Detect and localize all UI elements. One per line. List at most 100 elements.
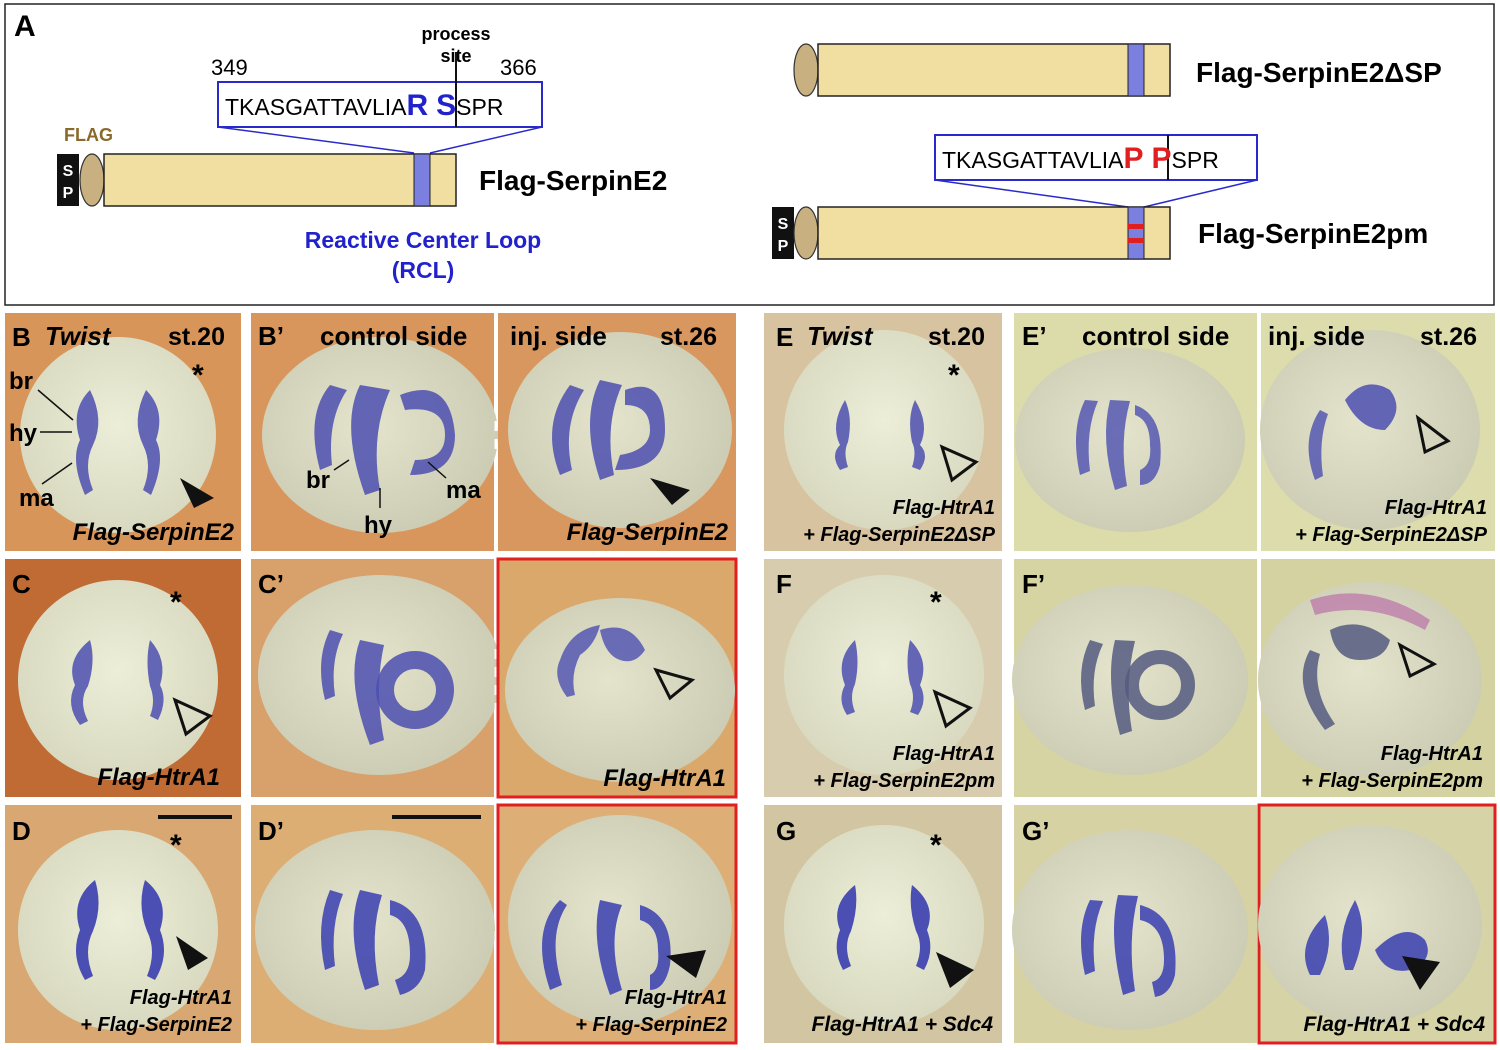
panel-e-label: E: [776, 322, 793, 352]
panel-a-label: A: [14, 10, 36, 43]
signal-peptide-pm: [772, 207, 794, 259]
panel-bp-label: B’: [258, 321, 284, 351]
panel-cpi-condition: Flag-HtrA1: [603, 765, 726, 792]
panel-g-label: G: [776, 816, 796, 846]
twist-left-b: [76, 390, 99, 495]
pm-mutation-2: [1128, 238, 1144, 243]
panel-f-cond2: + Flag-SerpinE2pm: [813, 770, 995, 792]
panel-bp-injected: inj. side st.26 Flag-SerpinE2: [498, 313, 736, 551]
embryo-fpi: [1258, 582, 1482, 778]
pm-mutation-1: [1128, 224, 1144, 229]
signal-peptide: [57, 154, 79, 206]
construct-pm-label: Flag-SerpinE2pm: [1198, 218, 1428, 249]
panel-gp-injected: Flag-HtrA1 + Sdc4: [1257, 803, 1497, 1045]
embryo-ep: [1015, 348, 1245, 532]
panel-epi-cond1: Flag-HtrA1: [1385, 497, 1487, 519]
panel-fpi-cond2: + Flag-SerpinE2pm: [1301, 770, 1483, 792]
embryo-dpi: [508, 815, 732, 1025]
panel-gp-label: G’: [1022, 816, 1049, 846]
panel-c-label: C: [12, 569, 31, 599]
flag-label: FLAG: [64, 125, 113, 145]
panel-cp-label: C’: [258, 569, 284, 599]
panel-dpi-cond2: + Flag-SerpinE2: [575, 1014, 727, 1036]
arrowhead-filled-gpi: [1402, 956, 1440, 990]
panel-b-condition: Flag-SerpinE2: [73, 519, 235, 546]
pm-zoom-right: [1143, 179, 1258, 208]
panel-f-star: *: [930, 586, 942, 619]
embryo-cpi: [505, 598, 735, 782]
arrowhead-filled-dpi: [666, 950, 706, 978]
panel-ep-side: control side: [1082, 321, 1229, 351]
panel-b-stage: st.20: [168, 323, 225, 351]
panel-gpi-condition: Flag-HtrA1 + Sdc4: [1304, 1013, 1486, 1036]
serpin-body-dsp: [817, 43, 1171, 97]
embryo-f: [784, 575, 984, 775]
flag-tag-pm: [793, 206, 819, 260]
panel-e: E Twist st.20 * Flag-HtrA1 + Flag-Serpin…: [764, 313, 1002, 551]
pm-zoom-left: [934, 179, 1129, 208]
panel-ep-control: E’ control side: [1014, 313, 1257, 551]
embryo-d: [18, 830, 218, 1030]
panel-e-cond1: Flag-HtrA1: [893, 497, 995, 519]
panel-fp-label: F’: [1022, 569, 1045, 599]
sp-p-pm: P: [778, 238, 789, 255]
arrowhead-open-c: [172, 697, 213, 737]
label-ma-bp: ma: [446, 477, 481, 504]
panel-dpi-cond1: Flag-HtrA1: [625, 987, 727, 1009]
panel-bpi-side: inj. side: [510, 321, 607, 351]
rcl-block-pm: [1127, 206, 1145, 260]
panel-b-gene: Twist: [45, 321, 112, 351]
panel-epi-side: inj. side: [1268, 321, 1365, 351]
panel-e-cond2: + Flag-SerpinE2ΔSP: [803, 524, 995, 546]
rcl-label-2: (RCL): [392, 257, 455, 283]
label-hy-bp: hy: [364, 512, 393, 539]
pm-sequence-box: [934, 134, 1258, 181]
embryo-g: [784, 825, 984, 1025]
embryo-bp: [262, 337, 498, 533]
embryo-gpi: [1258, 825, 1482, 1025]
panel-cp-injected: Flag-HtrA1: [496, 557, 738, 799]
panel-f-label: F: [776, 569, 792, 599]
serpin-body-pm: [817, 206, 1171, 260]
label-hy-b: hy: [9, 420, 38, 447]
panel-d-label: D: [12, 816, 31, 846]
panel-g: G * Flag-HtrA1 + Sdc4: [764, 805, 1002, 1043]
panel-b: B Twist st.20 * br hy ma Flag-SerpinE2: [5, 313, 241, 551]
construct-dsp-label: Flag-SerpinE2ΔSP: [1196, 57, 1442, 88]
panel-d: D * Flag-HtrA1 + Flag-SerpinE2: [5, 805, 241, 1043]
label-br-bp: br: [306, 467, 330, 494]
arrowhead-filled-b: [180, 478, 214, 508]
panel-e-gene: Twist: [807, 321, 874, 351]
embryo-b: [20, 337, 216, 533]
panel-epi-stage: st.26: [1420, 323, 1477, 351]
arrowhead-filled-g: [936, 952, 974, 988]
label-ma-b: ma: [19, 485, 54, 512]
rcl-label-1: Reactive Center Loop: [305, 227, 541, 253]
flag-tag: [79, 153, 105, 207]
panel-g-condition: Flag-HtrA1 + Sdc4: [812, 1013, 994, 1036]
arrowhead-open-cpi: [653, 667, 696, 701]
embryo-e: [784, 330, 984, 530]
zoom-line-left: [217, 126, 415, 154]
residue-start: 349: [211, 55, 248, 80]
arrowhead-filled-bpi: [650, 478, 690, 505]
panel-ep-injected: inj. side st.26 Flag-HtrA1 + Flag-Serpin…: [1260, 313, 1495, 551]
panel-bpi-stage: st.26: [660, 323, 717, 351]
arrowhead-filled-d: [176, 936, 208, 970]
panel-fp-injected: Flag-HtrA1 + Flag-SerpinE2pm: [1258, 559, 1495, 797]
panel-d-cond2: + Flag-SerpinE2: [80, 1014, 232, 1036]
construct-wt-label: Flag-SerpinE2: [479, 165, 667, 196]
serpin-body-wt: [103, 153, 457, 207]
panel-f-cond1: Flag-HtrA1: [893, 743, 995, 765]
rcl-block-wt: [413, 153, 431, 207]
arrowhead-open-e: [939, 444, 979, 483]
panel-g-star: *: [930, 829, 942, 862]
process-site-label-1: process: [421, 24, 490, 44]
panel-dp-control: D’: [251, 805, 495, 1043]
sp-s-pm: S: [778, 216, 789, 233]
panel-epi-cond2: + Flag-SerpinE2ΔSP: [1295, 524, 1487, 546]
